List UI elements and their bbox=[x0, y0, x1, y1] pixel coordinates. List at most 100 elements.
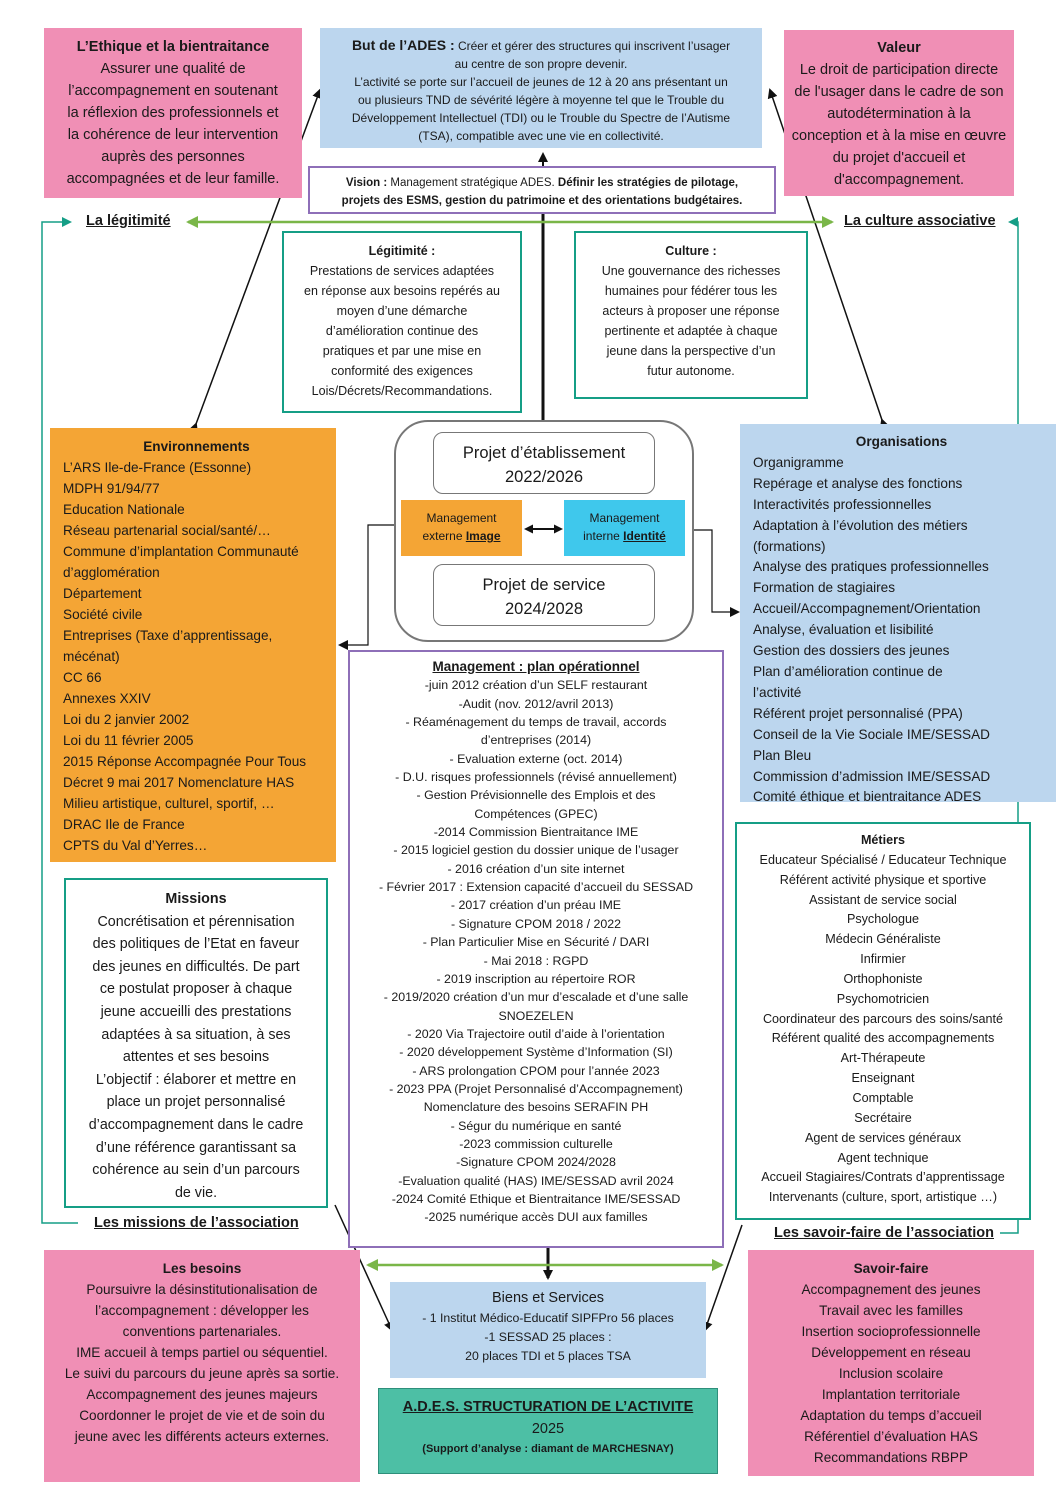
missions-line: ce postulat proposer à chaque bbox=[99, 981, 293, 998]
env-item: CPTS du Val d’Yerres… bbox=[63, 838, 208, 853]
mgmt-int-line: interne bbox=[583, 529, 624, 543]
management-item: - 2015 logiciel gestion du dossier uniqu… bbox=[393, 843, 679, 858]
legitimite-box: Légitimité : Prestations de services ada… bbox=[282, 231, 522, 413]
footer-title-box: A.D.E.S. STRUCTURATION DE L’ACTIVITE 202… bbox=[378, 1388, 718, 1474]
metier-item: Agent de services généraux bbox=[804, 1130, 962, 1145]
org-item: Accueil/Accompagnement/Orientation bbox=[753, 601, 981, 617]
management-item: - Ségur du numérique en santé bbox=[450, 1118, 622, 1133]
management-item: d’entreprises (2014) bbox=[480, 733, 592, 748]
management-item: - D.U. risques professionnels (révisé an… bbox=[395, 770, 677, 785]
ethique-box: L’Ethique et la bientraitance Assurer un… bbox=[44, 28, 302, 198]
savoir-faire-item: Accompagnement des jeunes bbox=[801, 1282, 981, 1297]
culture-line: pertinente et adaptée à chaque bbox=[604, 324, 778, 338]
management-item: -2014 Commission Bientraitance IME bbox=[433, 825, 639, 840]
env-item: 2015 Réponse Accompagnée Pour Tous bbox=[63, 754, 307, 769]
culture-line: acteurs à proposer une réponse bbox=[602, 304, 780, 318]
org-item: Comité éthique et bientraitance ADES bbox=[753, 789, 982, 802]
but-line: ou plusieurs TND de sévérité légère à mo… bbox=[358, 93, 724, 107]
management-item: -Signature CPOM 2024/2028 bbox=[456, 1155, 616, 1170]
missions-line: d’accompagnement dans le cadre bbox=[88, 1116, 304, 1133]
biens-line: - 1 Institut Médico-Educatif SIPFPro 56 … bbox=[422, 1311, 674, 1325]
env-item: DRAC Ile de France bbox=[63, 817, 185, 832]
management-item: - 2019 inscription au répertoire ROR bbox=[436, 971, 636, 986]
savoir-faire-item: Implantation territoriale bbox=[821, 1387, 961, 1402]
management-item: - Réaménagement du temps de travail, acc… bbox=[405, 715, 667, 730]
ethique-line: accompagnées et de leur famille. bbox=[66, 171, 280, 187]
but-title: But de l’ADES : bbox=[351, 37, 455, 53]
metier-item: Orthophoniste bbox=[843, 971, 923, 986]
projet-service-line: Projet de service bbox=[482, 576, 606, 594]
projet-etab-line: Projet d’établissement bbox=[462, 444, 626, 462]
management-item: - 2017 création d’un préau IME bbox=[450, 898, 622, 913]
missions-line: des politiques de l’Etat en faveur bbox=[92, 936, 300, 953]
vision-normal: Management stratégique ADES. bbox=[387, 177, 558, 189]
org-item: Organigramme bbox=[753, 454, 844, 470]
missions-line: cohérence au sein d’un parcours bbox=[92, 1162, 300, 1179]
metier-item: Agent technique bbox=[837, 1150, 929, 1165]
link-culture: La culture associative bbox=[844, 213, 996, 229]
metier-item: Infirmier bbox=[860, 952, 906, 967]
management-item: - Signature CPOM 2018 / 2022 bbox=[450, 916, 622, 931]
metier-item: Comptable bbox=[852, 1090, 914, 1105]
but-line: Développement Intellectuel (TDI) ou le T… bbox=[351, 111, 731, 125]
env-item: Education Nationale bbox=[63, 502, 185, 517]
valeur-line: d'accompagnement. bbox=[833, 172, 965, 188]
besoins-line: conventions partenariales. bbox=[122, 1324, 282, 1339]
missions-title: Missions bbox=[165, 891, 227, 907]
management-item: Nomenclature des besoins SERAFIN PH bbox=[423, 1100, 649, 1115]
metier-item: Référent activité physique et sportive bbox=[779, 872, 987, 887]
management-item: -2024 Comité Ethique et Bientraitance IM… bbox=[391, 1191, 681, 1206]
legitimite-line: d’amélioration continue des bbox=[325, 324, 479, 338]
besoins-line: Le suivi du parcours du jeune après sa s… bbox=[64, 1366, 340, 1381]
org-item: Formation de stagiaires bbox=[753, 580, 896, 596]
missions-line: Concrétisation et pérennisation bbox=[97, 913, 295, 930]
management-item: - 2019/2020 création d’un mur d’escalade… bbox=[383, 990, 689, 1005]
vision-bold2: projets des ESMS, gestion du patrimoine … bbox=[341, 195, 743, 207]
culture-line: jeune dans la perspective d’un bbox=[606, 344, 776, 358]
but-title-rest: Créer et gérer des structures qui inscri… bbox=[454, 39, 731, 53]
footer-year: 2025 bbox=[531, 1421, 565, 1437]
env-item: Loi du 2 janvier 2002 bbox=[63, 712, 190, 727]
besoins-box: Les besoins Poursuivre la désinstitution… bbox=[44, 1250, 360, 1482]
management-item: - ARS prolongation CPOM pour l’année 202… bbox=[412, 1063, 660, 1078]
but-line: L’activité se porte sur l’accueil de jeu… bbox=[354, 75, 728, 89]
ethique-line: auprès des personnes bbox=[101, 149, 245, 165]
org-item: Plan d’amélioration continue de bbox=[753, 663, 943, 679]
biens-services-box: Biens et Services - 1 Institut Médico-Ed… bbox=[390, 1282, 706, 1378]
org-item: Analyse des pratiques professionnelles bbox=[753, 559, 989, 575]
management-interne-box: Management interne Identité bbox=[564, 500, 685, 556]
env-item: L’ARS Ile-de-France (Essonne) bbox=[63, 460, 252, 475]
management-externe-box: Management externe Image bbox=[401, 500, 522, 556]
but-line: (TSA), compatible avec une vie en collec… bbox=[418, 129, 664, 143]
biens-title: Biens et Services bbox=[491, 1290, 605, 1306]
vision-box: Vision : Management stratégique ADES. Dé… bbox=[308, 166, 776, 214]
legitimite-line: Lois/Décrets/Recommandations. bbox=[311, 384, 493, 398]
metier-item: Psychologue bbox=[846, 912, 920, 927]
vision-bold1: Définir les stratégies de pilotage, bbox=[557, 177, 739, 189]
org-item: Référent projet personnalisé (PPA) bbox=[753, 705, 963, 721]
management-item: SNOEZELEN bbox=[498, 1008, 574, 1023]
ethique-line: l’accompagnement en soutenant bbox=[68, 83, 278, 99]
metier-item: Secrétaire bbox=[854, 1110, 912, 1125]
env-item: Annexes XXIV bbox=[63, 691, 151, 706]
metier-item: Educateur Spécialisé / Educateur Techniq… bbox=[759, 852, 1007, 867]
org-item: l’activité bbox=[753, 684, 802, 700]
environnements-title: Environnements bbox=[143, 439, 250, 454]
missions-line: des jeunes en difficultés. De part bbox=[92, 958, 300, 975]
organisations-title: Organisations bbox=[855, 434, 948, 449]
management-item: - 2020 développement Système d’Informati… bbox=[399, 1045, 673, 1060]
env-item: Commune d’implantation Communauté bbox=[63, 544, 299, 559]
metier-item: Médecin Généraliste bbox=[825, 932, 941, 947]
missions-line: d’une référence garantissant sa bbox=[95, 1139, 297, 1156]
org-item: Adaptation à l’évolution des métiers bbox=[753, 517, 968, 533]
mgmt-ext-line: Management bbox=[426, 511, 497, 525]
legitimite-title: Légitimité : bbox=[368, 244, 436, 258]
besoins-line: Accompagnement des jeunes majeurs bbox=[86, 1387, 318, 1402]
projet-service-line: 2024/2028 bbox=[505, 600, 583, 618]
biens-line: -1 SESSAD 25 places : bbox=[484, 1330, 612, 1344]
metier-item: Intervenants (culture, sport, artistique… bbox=[768, 1190, 998, 1205]
env-item: MDPH 91/94/77 bbox=[63, 481, 160, 496]
org-item: Repérage et analyse des fonctions bbox=[753, 475, 963, 491]
env-item: Département bbox=[63, 586, 142, 601]
management-item: - Evaluation externe (oct. 2014) bbox=[449, 751, 623, 766]
